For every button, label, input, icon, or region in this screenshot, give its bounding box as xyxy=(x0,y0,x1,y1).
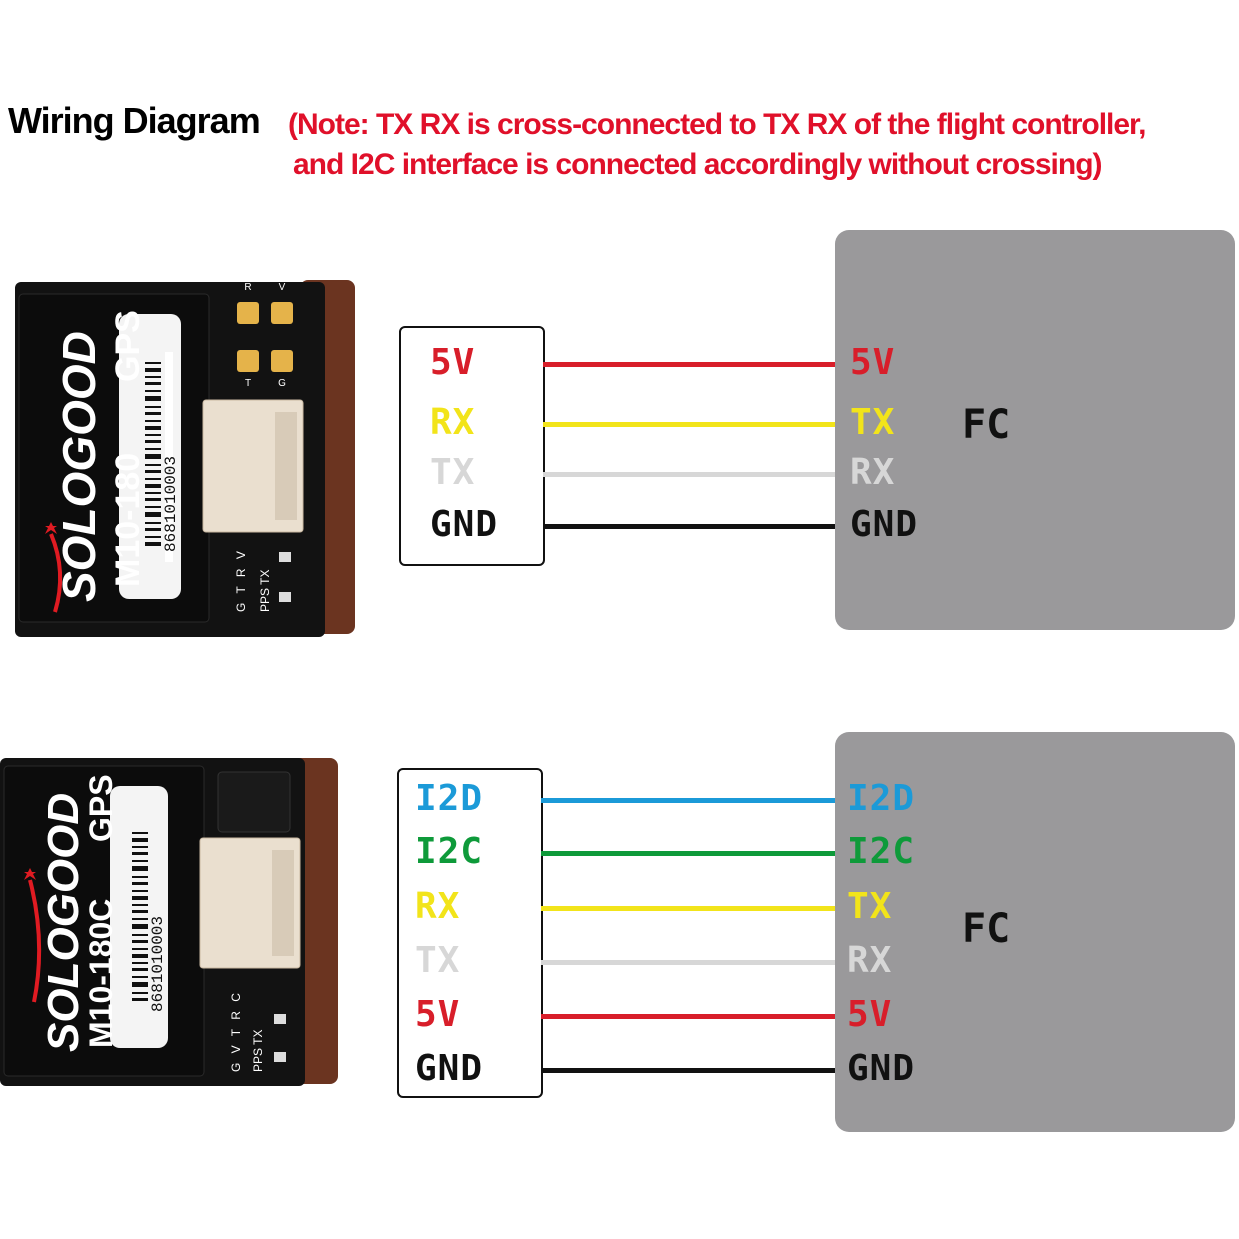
fc-pin-rx: RX xyxy=(847,940,893,981)
wire-i2c-to-i2c xyxy=(541,851,835,856)
pad-label-g: G xyxy=(278,378,286,389)
gps-pin-tx: TX xyxy=(430,452,476,493)
gps-module-m10-180: SOLOGOOD M10-180 GPS 8681010003 R V T G … xyxy=(15,280,355,637)
ic-chip xyxy=(217,771,291,833)
pad-r xyxy=(237,302,259,324)
type-text: GPS xyxy=(109,310,147,382)
wire-i2d-to-i2d xyxy=(541,798,835,803)
gps-module-m10-180c: SOLOGOOD M10-180C GPS 8681010003 G V T R… xyxy=(0,758,338,1086)
pad-label-v: V xyxy=(279,282,286,293)
wire-tx-to-rx xyxy=(543,472,835,477)
note-line-2: and I2C interface is connected according… xyxy=(293,148,1103,181)
gps-pin-5v: 5V xyxy=(430,342,476,383)
wire-tx-to-rx xyxy=(541,960,835,965)
side-pad-labels: G T R V xyxy=(234,548,248,612)
model-text: M10-180 xyxy=(109,453,147,587)
gps-pin-box-1 xyxy=(399,326,545,566)
pad-g xyxy=(271,350,293,372)
fc-pin-5v: 5V xyxy=(850,342,896,383)
gps-pin-5v: 5V xyxy=(415,994,461,1035)
pad-t xyxy=(237,350,259,372)
gps-pin-rx: RX xyxy=(415,886,461,927)
gps-pin-box-2 xyxy=(397,768,543,1098)
star-logo-icon xyxy=(24,868,36,880)
pps-label: PPS TX xyxy=(251,1030,265,1072)
wire-gnd-to-gnd xyxy=(543,524,835,529)
gps-pin-gnd: GND xyxy=(415,1048,484,1089)
wire-gnd-to-gnd xyxy=(541,1068,835,1073)
fc-pin-rx: RX xyxy=(850,452,896,493)
fc-pin-i2d: I2D xyxy=(847,778,916,819)
model-text: M10-180C xyxy=(83,899,119,1048)
serial-text: 8681010003 xyxy=(162,456,180,552)
brand-text: SOLOGOOD xyxy=(39,793,88,1052)
note-line-1: (Note: TX RX is cross-connected to TX RX… xyxy=(288,108,1146,141)
pad-label-t: T xyxy=(245,378,251,389)
pps-label: PPS TX xyxy=(258,570,272,612)
brand-text: SOLOGOOD xyxy=(53,331,105,602)
barcode xyxy=(165,352,173,562)
wire-rx-to-tx xyxy=(541,906,835,911)
led-1 xyxy=(279,552,291,562)
serial-text: 8681010003 xyxy=(149,916,167,1012)
fc-box-1 xyxy=(835,230,1235,630)
barcode-sticker xyxy=(110,786,168,1048)
fc-pin-5v: 5V xyxy=(847,994,893,1035)
gps-pin-tx: TX xyxy=(415,940,461,981)
pad-label-r: R xyxy=(244,282,251,293)
fc-pin-gnd: GND xyxy=(847,1048,916,1089)
gps-pin-gnd: GND xyxy=(430,504,499,545)
wire-5v-to-5v xyxy=(543,362,835,367)
fc-label-2: FC xyxy=(962,906,1011,952)
led-2 xyxy=(274,1052,286,1062)
side-pad-labels: G V T R C xyxy=(229,990,243,1072)
fc-box-2 xyxy=(835,732,1235,1132)
pad-v xyxy=(271,302,293,324)
fc-pin-gnd: GND xyxy=(850,504,919,545)
gps-pin-i2c: I2C xyxy=(415,831,484,872)
fc-pin-tx: TX xyxy=(850,402,896,443)
diagram-title: Wiring Diagram xyxy=(8,100,261,141)
barcode-lines xyxy=(145,362,161,546)
fc-pin-i2c: I2C xyxy=(847,831,916,872)
fc-label-1: FC xyxy=(962,402,1011,448)
swoosh-logo-icon xyxy=(28,879,42,1003)
connector-slot xyxy=(275,412,297,520)
led-2 xyxy=(279,592,291,602)
wire-5v-to-5v xyxy=(541,1014,835,1019)
star-logo-icon xyxy=(45,522,57,534)
gps-pin-i2d: I2D xyxy=(415,778,484,819)
connector-slot xyxy=(272,850,294,956)
led-1 xyxy=(274,1014,286,1024)
type-text: GPS xyxy=(83,774,119,842)
swoosh-logo-icon xyxy=(49,533,63,613)
barcode-lines xyxy=(132,832,148,1001)
gps-pin-rx: RX xyxy=(430,402,476,443)
wire-rx-to-tx xyxy=(543,422,835,427)
fc-pin-tx: TX xyxy=(847,886,893,927)
